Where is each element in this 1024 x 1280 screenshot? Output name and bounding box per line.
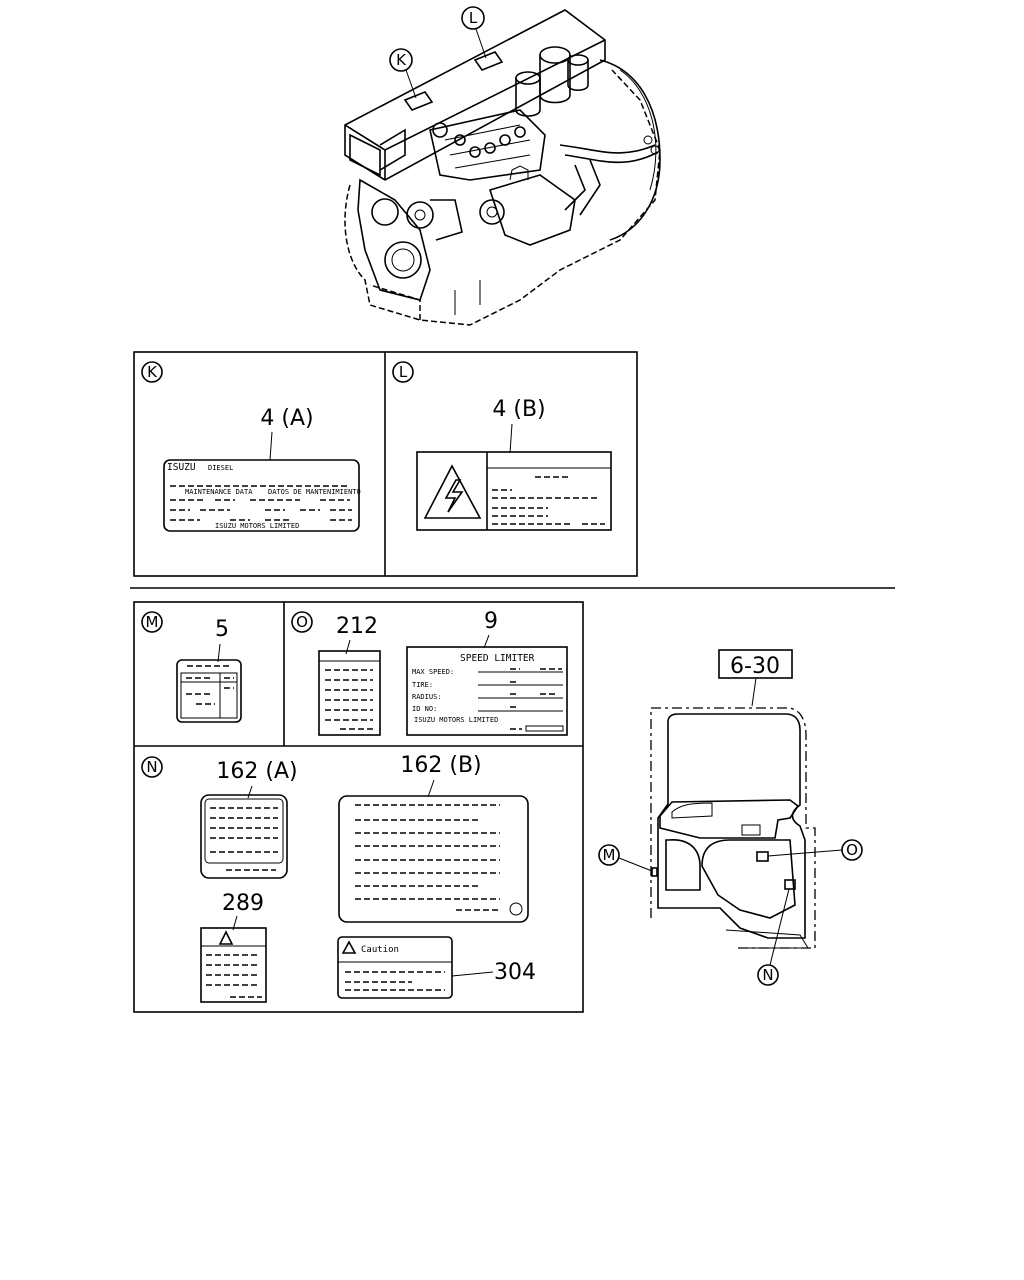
leader-4a [269,431,273,461]
decal-162a [200,794,288,879]
panel-m-callout-circle [141,611,163,633]
decal-304-caution [337,936,453,999]
door-callout-m: M [603,846,616,864]
door-callout-o: O [846,841,858,859]
door-callout-n: N [762,966,773,984]
leader-162a [247,785,253,799]
decal-speed-limiter [406,646,568,736]
part-label-162a: 162 (A) [216,759,297,784]
decal-289 [200,927,267,1003]
part-label-289: 289 [222,891,264,916]
panel-o-callout: O [296,613,308,631]
panel-l-callout: L [399,363,408,381]
part-label-4a: 4 (A) [260,406,313,431]
panel-n-callout-circle [141,756,163,778]
panel-k-callout-circle [141,361,163,383]
caution-text: Caution [361,945,399,955]
decal-brand-sub: DIESEL [208,464,233,472]
speed-limiter-row-radius: RADIUS: [412,693,442,701]
decal-5 [176,659,242,723]
engine-callout-k: K [396,51,407,69]
leader-4b [509,423,513,454]
panel-n-callout: N [146,758,157,776]
panel-m-o-n-frame [133,601,584,1013]
panel-m-callout: M [146,613,159,631]
decal-footer: ISUZU MOTORS LIMITED [215,522,299,530]
decal-col1-heading: MAINTENANCE DATA [185,488,253,496]
decal-high-voltage-warning [416,451,612,531]
leader-304 [451,971,494,977]
part-label-9: 9 [484,609,498,634]
decal-col2-heading: DATOS DE MANTENIMIENTO [268,488,361,496]
leader-5 [217,643,221,663]
decal-212 [318,650,381,736]
panel-k-callout: K [147,363,158,381]
leader-9 [483,634,490,649]
panel-l-callout-circle [392,361,414,383]
speed-limiter-row-max-speed: MAX SPEED: [412,668,454,676]
door-illustration [598,649,863,986]
engine-callout-l: L [469,9,478,27]
part-label-5: 5 [215,617,229,642]
panel-k-l-frame [133,351,638,577]
decal-brand: ISUZU [167,462,196,473]
panel-o-callout-circle [291,611,313,633]
door-ref-label: 6-30 [730,654,780,679]
speed-limiter-row-id-no: ID NO: [412,705,437,713]
speed-limiter-footer: ISUZU MOTORS LIMITED [414,716,498,724]
speed-limiter-row-tire: TIRE: [412,681,433,689]
leader-162b [427,779,435,798]
decal-162b [338,795,529,923]
part-label-4b: 4 (B) [492,397,545,422]
leader-212 [345,639,351,655]
speed-limiter-title: SPEED LIMITER [460,653,535,664]
part-label-212: 212 [336,614,378,639]
decal-maintenance-data [163,459,360,532]
part-label-162b: 162 (B) [400,753,481,778]
part-label-304: 304 [494,960,536,985]
engine-illustration [344,6,661,326]
